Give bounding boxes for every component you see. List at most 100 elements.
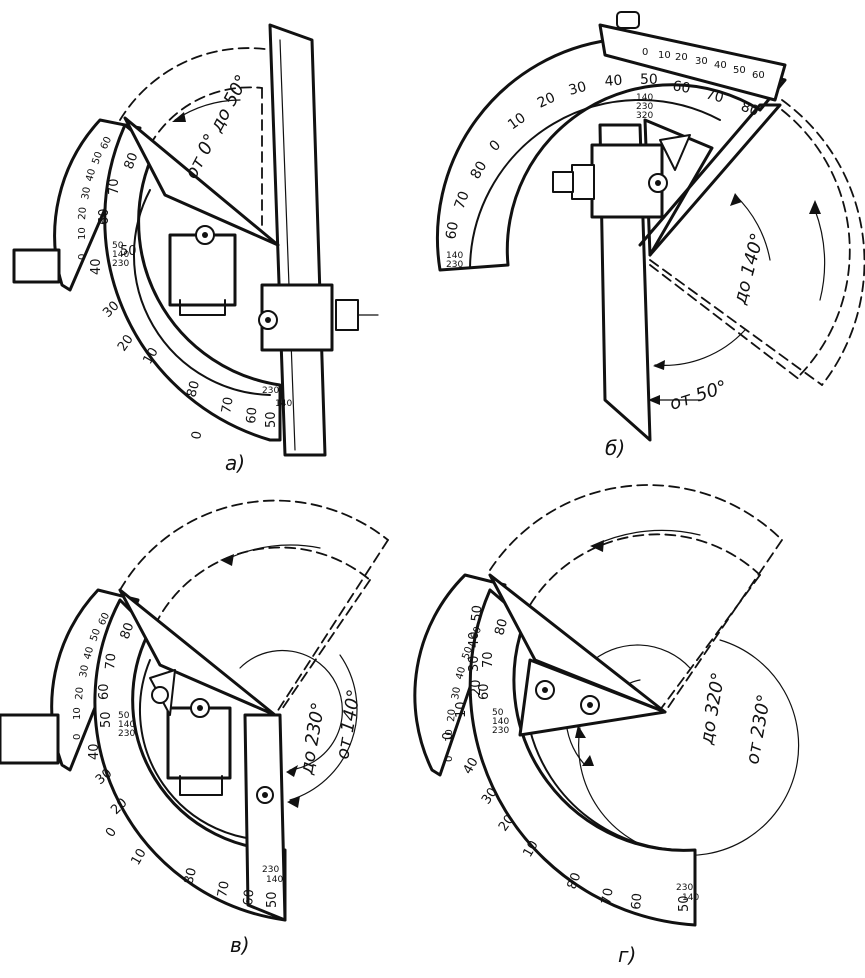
panel-b-inner-mark: 140 (636, 93, 653, 103)
panel-b-vernier-label: 30 (695, 56, 708, 67)
panel-b-caption: б) (605, 436, 625, 460)
panel-v-vernier-label: 60 (97, 611, 112, 627)
panel-a-vernier-label: 0 (77, 254, 88, 260)
panel-v-inner-mark: 230 (118, 729, 135, 739)
panel-g-vernier-labels: 0 10 20 30 40 50 60 (444, 625, 484, 762)
panel-g-vernier-label: 10 (444, 729, 455, 742)
panel-g-tick-label: 60 (477, 683, 492, 700)
panel-v-swing-arc (119, 499, 389, 591)
panel-v-square (118, 588, 277, 717)
panel-a-tick-label: 40 (89, 258, 104, 275)
panel-g-tick-label: 80 (492, 617, 511, 637)
panel-v-inner-mark: 140 (266, 875, 283, 885)
panel-a-tick-label: 50 (264, 411, 279, 428)
panel-a-vernier-labels: 0 10 20 30 40 50 60 (77, 135, 114, 260)
panel-a-tick-label: 80 (122, 151, 142, 172)
panel-a-tick-label: 70 (219, 396, 237, 415)
panel-v-vernier-label: 20 (74, 687, 86, 701)
panel-b-inner-mark: 230 (636, 102, 653, 112)
panel-a-tick-label: 20 (115, 332, 137, 354)
panel-a-inner-mark: 230 (112, 259, 129, 269)
panel-a-vernier-label: 10 (77, 227, 88, 240)
panel-b-tick-label: 80 (739, 99, 761, 120)
panel-g-from-label: от 230° (742, 693, 775, 766)
panel-g-tick-label: 50 (469, 605, 485, 623)
panel-v-rotation-arrow (224, 544, 321, 561)
panel-g-tick-label: 20 (469, 679, 484, 696)
panel-b-tick-label: 80 (468, 159, 491, 182)
panel-v-ruler (243, 713, 287, 922)
panel-v-vernier-label: 0 (72, 734, 83, 740)
panel-g-swing-arc (489, 484, 783, 571)
panel-g-vernier-label: 30 (450, 686, 463, 700)
panel-a-inner-mark: 140 (112, 250, 129, 260)
panel-g-to-label: до 320° (696, 671, 729, 747)
panel-g-vernier-label: 60 (469, 625, 484, 641)
panel-a-square (123, 116, 280, 247)
panel-g-from-arrow (578, 639, 800, 857)
panel-v-inner-mark: 50 (118, 711, 130, 721)
panel-a-vernier-label: 20 (77, 207, 89, 221)
panel-a-vernier-label: 40 (84, 168, 98, 183)
panel-a-tick-label: 80 (184, 379, 203, 399)
panel-a-tick-label: 0 (189, 430, 205, 441)
panel-g: 0 10 20 30 40 50 60 70 80 40 30 20 10 80… (413, 484, 800, 967)
panel-a-caption: а) (225, 451, 245, 475)
panel-b-from-arrow (654, 329, 746, 366)
panel-b-main-scale (435, 38, 787, 272)
panel-v-main-scale-labels: 0 10 20 30 40 50 60 70 80 (87, 621, 150, 868)
panel-g-vernier-label: 50 (460, 645, 475, 661)
panel-b-vernier-label: 60 (752, 70, 765, 81)
panel-b-inner-mark: 230 (446, 260, 463, 270)
panel-g-tick-label: 60 (629, 893, 645, 911)
panel-v-tick-label: 60 (241, 889, 257, 907)
panel-a-vernier-label: 50 (90, 150, 105, 166)
panel-b-tick-label: 70 (452, 189, 473, 211)
panel-b-inner-mark: 140 (446, 251, 463, 261)
panel-g-inner-mark: 230 (676, 883, 693, 893)
panel-b-vernier-plate (598, 23, 787, 102)
panel-g-tick-label: 50 (677, 895, 692, 912)
panel-g-main-scale (468, 588, 697, 927)
panel-g-caption: г) (618, 943, 636, 967)
panel-g-tick-label: 70 (481, 651, 496, 668)
panel-v-tick-label: 50 (265, 891, 280, 908)
panel-b-vernier-label: 10 (658, 50, 671, 61)
panel-a-tick-label: 50 (120, 244, 137, 259)
panel-g-tick-label: 30 (467, 655, 482, 672)
panel-v-vernier-label: 10 (72, 707, 83, 720)
panel-a-tick-label: 60 (97, 208, 112, 225)
panel-g-vernier-label: 40 (454, 666, 468, 681)
panel-g-inner-mark: 50 (492, 708, 504, 718)
panel-b-from-label: от 50° (667, 377, 730, 415)
panel-g-tick-label: 70 (599, 887, 617, 906)
panel-v-vernier-labels: 0 10 20 30 40 50 60 (72, 611, 112, 740)
panel-v-tick-label: 70 (103, 653, 119, 671)
panel-v-handle (0, 713, 60, 765)
panel-a-tick-label: 70 (107, 178, 122, 195)
panel-v-tick-label: 10 (128, 846, 149, 868)
panel-a-swing-arc (119, 47, 273, 121)
panel-a-clamp-body (168, 233, 237, 307)
panel-v-tick-label: 40 (87, 743, 102, 760)
panel-v-to-label: до 230° (296, 701, 329, 777)
panel-v-vernier-label: 30 (78, 664, 91, 678)
panel-b-vernier-label: 50 (733, 65, 746, 76)
panel-g-tick-label: 0 (441, 732, 456, 740)
panel-b-tick-label: 60 (443, 220, 462, 240)
panel-a-vernier-label: 30 (80, 186, 93, 200)
panel-b-vernier-label: 0 (642, 47, 648, 58)
panel-g-inner-mark: 140 (682, 893, 699, 903)
panel-a-inner-mark: 140 (275, 399, 292, 409)
panel-g-tick-label: 10 (454, 701, 469, 718)
panel-v: 0 10 20 30 40 50 60 70 80 80 70 60 50 0 … (0, 499, 389, 957)
panel-a-handle (12, 248, 61, 284)
panel-a: 0 10 20 30 40 50 60 70 80 80 70 60 50 0 … (12, 23, 379, 475)
panel-g-tick-label: 80 (565, 871, 585, 892)
panel-v-vernier-label: 40 (82, 646, 96, 661)
panel-a-swing-arc-inner (149, 86, 263, 146)
panel-b-vernier-label: 20 (675, 52, 688, 63)
panel-a-tick-label: 60 (244, 407, 260, 425)
panel-a-inner-mark: 230 (262, 386, 279, 396)
